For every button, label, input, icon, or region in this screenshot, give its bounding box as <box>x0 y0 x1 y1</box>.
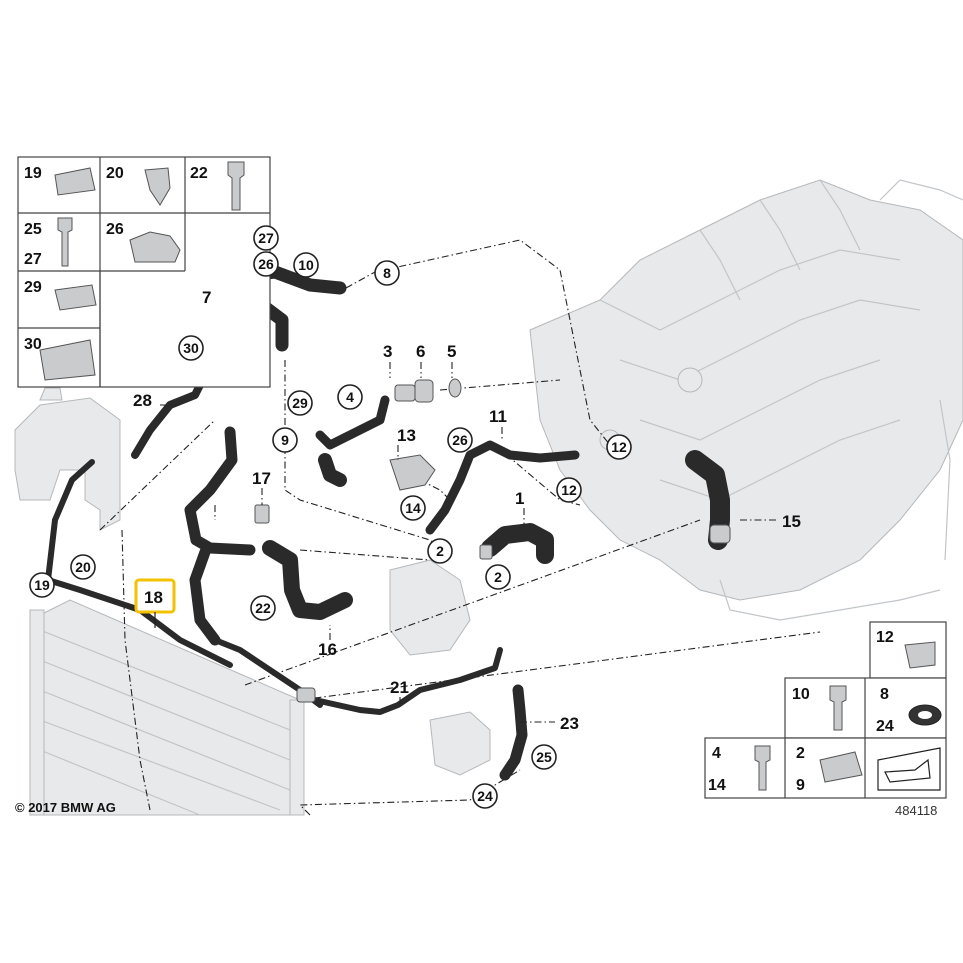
part-18-label: 18 <box>144 588 163 607</box>
clip-30-icon <box>39 339 96 381</box>
svg-text:29: 29 <box>292 395 308 411</box>
legend-9: 9 <box>796 777 805 794</box>
label-16: 16 <box>318 640 337 659</box>
svg-text:26: 26 <box>258 256 274 272</box>
bolt-25-icon <box>57 217 73 267</box>
clamp-29-icon <box>54 284 97 311</box>
legend-25: 25 <box>24 221 42 238</box>
legend-14: 14 <box>708 777 726 794</box>
svg-text:4: 4 <box>346 389 354 405</box>
callout-27: 27 <box>253 225 279 251</box>
callout-20: 20 <box>70 554 96 580</box>
svg-text:22: 22 <box>255 600 271 616</box>
svg-text:10: 10 <box>298 257 314 273</box>
gasket-6 <box>414 379 434 403</box>
callout-30: 30 <box>178 335 204 361</box>
label-15: 15 <box>782 512 801 531</box>
sensor-17 <box>254 504 270 524</box>
legend-8: 8 <box>880 686 889 703</box>
legend-12: 12 <box>876 629 894 646</box>
callout-2b: 2 <box>485 564 511 590</box>
engine-block-illustration <box>529 179 963 621</box>
label-17: 17 <box>252 469 271 488</box>
legend-27: 27 <box>24 251 42 268</box>
highlight-part-18[interactable]: 18 <box>134 578 176 628</box>
copyright-text: © 2017 BMW AG <box>15 800 116 815</box>
label-28: 28 <box>133 391 152 410</box>
plain-labels: 3 6 5 7 28 13 11 1 15 17 16 21 23 <box>133 288 801 733</box>
svg-text:24: 24 <box>477 788 493 804</box>
o-ring-5 <box>448 378 462 398</box>
svg-text:27: 27 <box>258 230 274 246</box>
callout-24: 24 <box>472 783 498 809</box>
callout-2a: 2 <box>427 538 453 564</box>
callout-25: 25 <box>531 744 557 770</box>
legend-4: 4 <box>712 745 721 762</box>
bracket-3 <box>394 384 416 402</box>
legend-box-top-left: 19 20 22 25 27 26 29 30 <box>17 156 271 388</box>
clamp-2-icon <box>819 751 863 783</box>
bolt-22-icon <box>227 161 245 211</box>
bolt-4-icon <box>754 745 771 791</box>
document-number: 484118 <box>895 803 937 818</box>
callout-10: 10 <box>293 252 319 278</box>
label-5: 5 <box>447 342 456 361</box>
expansion-tank-illustration <box>14 387 121 531</box>
svg-text:25: 25 <box>536 749 552 765</box>
label-6: 6 <box>416 342 425 361</box>
bracket-13 <box>389 454 436 491</box>
legend-10: 10 <box>792 686 810 703</box>
clamp-19-icon <box>54 167 96 196</box>
callout-14: 14 <box>400 495 426 521</box>
callout-22: 22 <box>250 595 276 621</box>
label-3: 3 <box>383 342 392 361</box>
label-1: 1 <box>515 489 524 508</box>
circled-labels: 27 26 10 8 30 4 29 9 26 12 12 14 2 2 20 … <box>29 225 632 809</box>
callout-26a: 26 <box>253 251 279 277</box>
small-parts <box>254 378 731 703</box>
callout-19: 19 <box>29 572 55 598</box>
clip-26-icon <box>129 231 181 263</box>
label-11: 11 <box>489 407 507 426</box>
label-7: 7 <box>202 288 211 307</box>
svg-text:2: 2 <box>494 569 502 585</box>
svg-text:12: 12 <box>611 439 627 455</box>
callout-9: 9 <box>272 427 298 453</box>
svg-text:30: 30 <box>183 340 199 356</box>
legend-29: 29 <box>24 279 42 296</box>
svg-text:19: 19 <box>34 577 50 593</box>
label-23: 23 <box>560 714 579 733</box>
callout-29: 29 <box>287 390 313 416</box>
label-13: 13 <box>397 426 416 445</box>
thermostat-housing-illustration <box>389 559 491 776</box>
clamp-12-icon <box>904 641 936 669</box>
svg-text:14: 14 <box>405 500 421 516</box>
svg-text:26: 26 <box>452 432 468 448</box>
svg-text:9: 9 <box>281 432 289 448</box>
label-21: 21 <box>390 678 409 697</box>
svg-text:2: 2 <box>436 543 444 559</box>
svg-text:8: 8 <box>383 265 391 281</box>
legend-19: 19 <box>24 165 42 182</box>
legend-24: 24 <box>876 718 894 735</box>
svg-text:20: 20 <box>75 559 91 575</box>
bolt-10-icon <box>829 685 847 731</box>
legend-2: 2 <box>796 745 805 762</box>
svg-text:12: 12 <box>561 482 577 498</box>
legend-20: 20 <box>106 165 124 182</box>
callout-26b: 26 <box>447 427 473 453</box>
clip-20-icon <box>144 167 171 206</box>
callout-12a: 12 <box>606 434 632 460</box>
callout-8: 8 <box>374 260 400 286</box>
legend-22: 22 <box>190 165 208 182</box>
legend-26: 26 <box>106 221 124 238</box>
legend-box-bottom-right: 12 10 8 24 4 14 2 9 <box>704 621 947 799</box>
legend-30: 30 <box>24 336 42 353</box>
callout-12b: 12 <box>556 477 582 503</box>
callout-4: 4 <box>337 384 363 410</box>
